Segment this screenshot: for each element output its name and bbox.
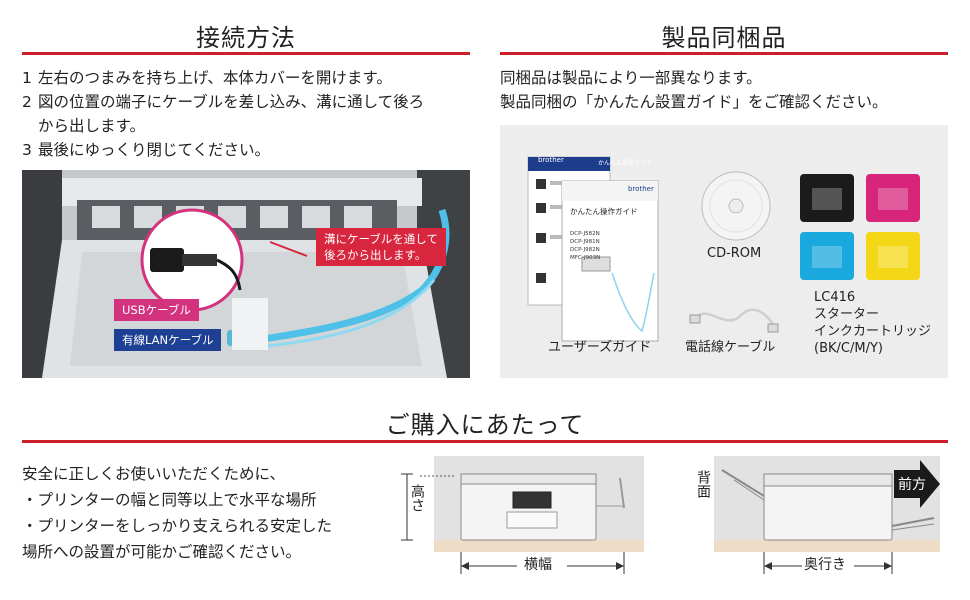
ink-cartridges-icon (800, 174, 920, 280)
model-name: DCP-J981N (570, 239, 600, 245)
step-3: 3 最後にゆっくり閉じてください。 (22, 138, 477, 162)
step-1: 1 左右のつまみを持ち上げ、本体カバーを開けます。 (22, 66, 477, 90)
model-list: DCP-J582N DCP-J981N DCP-J982N MFC-J903N (570, 230, 600, 262)
step-number: 2 (22, 93, 32, 111)
cd-rom-label: CD-ROM (707, 246, 762, 261)
model-name: DCP-J982N (570, 247, 600, 253)
purchase-line2: ・プリンターの幅と同等以上で水平な場所 (22, 491, 317, 509)
front-label: 前方 (898, 477, 926, 493)
cd-rom-icon (701, 171, 771, 241)
groove-callout-line1: 溝にケーブルを通して (324, 232, 438, 246)
lan-cable-label: 有線LANケーブル (114, 329, 222, 351)
phone-cable-icon (689, 308, 779, 333)
depth-label: 奥行き (804, 557, 846, 573)
front-view-printer-drawing (401, 473, 644, 574)
connection-title-rule (22, 52, 470, 55)
user-guide-label: ユーザーズガイド (548, 340, 652, 355)
connection-steps: 1 左右のつまみを持ち上げ、本体カバーを開けます。 2 図の位置の端子にケーブル… (22, 66, 477, 162)
printer-interior-illustration (22, 170, 470, 378)
step-text-continued: から出します。 (38, 117, 145, 135)
step-text: 図の位置の端子にケーブルを差し込み、溝に通して後ろ (38, 93, 425, 111)
contents-note-line1: 同梱品は製品により一部異なります。 (500, 69, 762, 87)
purchase-title-rule (22, 440, 948, 443)
contents-title: 製品同梱品 (661, 24, 787, 52)
package-contents-panel: brother brother かんたん設置ガイド かんたん操作ガイド DCP-… (500, 125, 948, 378)
operation-guide-title: かんたん操作ガイド (570, 207, 638, 216)
ink-colors-label: (BK/C/M/Y) (814, 341, 883, 356)
back-label: 背面 (695, 470, 711, 498)
contents-note-line2: 製品同梱の「かんたん設置ガイド」をご確認ください。 (500, 93, 888, 111)
ink-cartridge-m (866, 174, 920, 222)
phone-cable-label: 電話線ケーブル (685, 340, 776, 355)
ink-label: LC416 スターター インクカートリッジ (BK/C/M/Y) (814, 289, 931, 357)
ink-model-label: LC416 (814, 290, 856, 305)
purchase-title: ご購入にあたって (385, 411, 585, 439)
model-name: DCP-J582N (570, 231, 600, 237)
setup-guide-title: かんたん設置ガイド (598, 160, 653, 167)
step-text: 最後にゆっくり閉じてください。 (38, 141, 271, 159)
step-number: 3 (22, 141, 32, 159)
step-2: 2 図の位置の端子にケーブルを差し込み、溝に通して後ろ (22, 90, 477, 114)
ink-cartridge-bk (800, 174, 854, 222)
ink-starter-label: スターター (814, 307, 880, 322)
width-label: 横幅 (524, 557, 552, 573)
usb-cable-label: USBケーブル (114, 299, 199, 321)
step-number: 1 (22, 69, 32, 87)
ink-cartridge-y (866, 232, 920, 280)
cable-connection-photo: 溝にケーブルを通して 後ろから出します。 USBケーブル 有線LANケーブル (22, 170, 470, 378)
side-view-printer-drawing (714, 460, 940, 574)
step-text: 左右のつまみを持ち上げ、本体カバーを開けます。 (38, 69, 392, 87)
model-name: MFC-J903N (570, 255, 601, 261)
connection-title: 接続方法 (196, 24, 296, 52)
contents-title-rule (500, 52, 948, 55)
ink-cartridge-c (800, 232, 854, 280)
purchase-line4: 場所への設置が可能かご確認ください。 (22, 543, 302, 561)
groove-callout-line2: 後ろから出します。 (324, 248, 427, 262)
height-label: 高さ (408, 484, 426, 512)
booklet-brand-label: brother (538, 156, 564, 164)
booklet-brand-label-front: brother (628, 185, 654, 193)
purchase-line3: ・プリンターをしっかり支えられる安定した (22, 517, 333, 535)
groove-callout: 溝にケーブルを通して 後ろから出します。 (316, 228, 446, 266)
manuals-illustration (527, 156, 659, 342)
ink-cartridge-label: インクカートリッジ (814, 324, 932, 339)
purchase-line1: 安全に正しくお使いいただくために、 (22, 465, 286, 483)
